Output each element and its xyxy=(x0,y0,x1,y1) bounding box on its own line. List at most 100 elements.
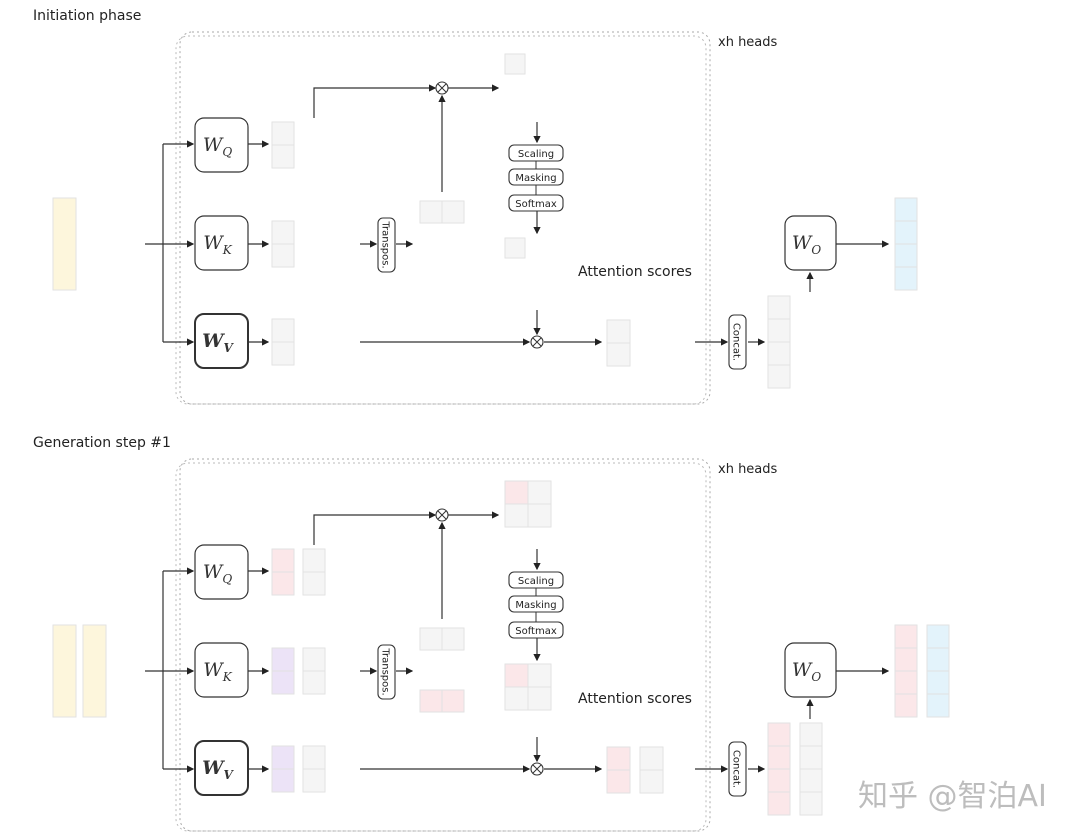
wk-box: WK xyxy=(194,642,249,698)
wv-box: WV xyxy=(194,313,249,369)
key-new xyxy=(271,647,295,695)
matrix-cell xyxy=(504,503,529,528)
concatenated-heads-cached xyxy=(799,722,823,816)
matrix-cell xyxy=(504,480,529,505)
matrix-cell xyxy=(767,295,791,320)
matrix-cell xyxy=(926,647,950,672)
matrix-cell xyxy=(639,746,664,771)
concat-box: Concat. xyxy=(728,741,747,797)
concat-box: Concat. xyxy=(728,314,747,370)
wk-box: WK xyxy=(194,215,249,271)
matrix-cell xyxy=(271,121,295,146)
weight-subscript: Q xyxy=(222,572,232,586)
matrix-cell xyxy=(271,745,295,770)
weight-box xyxy=(194,740,249,796)
masking-box: Masking xyxy=(508,595,564,613)
weight-subscript: Q xyxy=(222,145,232,159)
op-box xyxy=(508,621,564,639)
heads-box-back xyxy=(179,31,711,405)
input-token-column xyxy=(52,197,77,291)
weight-subscript: K xyxy=(222,670,233,684)
value-cached xyxy=(302,745,326,793)
matrix-cell xyxy=(271,220,295,245)
transpose-box: Transpos. xyxy=(377,644,396,700)
op-box xyxy=(377,644,396,700)
matrix-cell xyxy=(894,647,918,672)
matrix-cell xyxy=(767,364,791,389)
panel-generation: Generation step #1xh headsWQWKWVTranspos… xyxy=(33,435,950,832)
scaling-box: Scaling xyxy=(508,144,564,162)
matrix-cell xyxy=(271,341,295,366)
heads-box-front xyxy=(175,462,707,832)
attention-scores-label: Attention scores xyxy=(578,264,692,280)
matrix-cell xyxy=(894,693,918,718)
matrix-cell xyxy=(271,670,295,695)
softmax-box: Softmax xyxy=(508,621,564,639)
matrix-cell xyxy=(419,689,443,713)
matrix-cell xyxy=(441,627,465,651)
matrix-cell xyxy=(302,571,326,596)
multiply-icon xyxy=(435,81,449,95)
matrix-cell xyxy=(82,624,107,718)
value-matrix xyxy=(271,318,295,366)
query-cached xyxy=(302,548,326,596)
panel-title: Initiation phase xyxy=(33,8,141,24)
head-output xyxy=(606,319,631,367)
matrix-cell xyxy=(419,200,443,224)
matrix-cell xyxy=(894,670,918,695)
weight-box xyxy=(194,215,249,271)
matrix-cell xyxy=(926,624,950,649)
concatenated-heads xyxy=(767,722,791,816)
masking-box: Masking xyxy=(508,168,564,186)
wv-box: WV xyxy=(194,740,249,796)
attention-weights xyxy=(504,663,552,711)
heads-box-front xyxy=(175,35,707,405)
weight-subscript: O xyxy=(811,670,821,684)
op-label: Concat. xyxy=(731,750,742,788)
wo-box: WO xyxy=(784,215,837,271)
matrix-cell xyxy=(606,342,631,367)
weight-subscript: K xyxy=(222,243,233,257)
input-token-column xyxy=(52,624,77,718)
query-matrix xyxy=(271,121,295,169)
matrix-cell xyxy=(799,768,823,793)
op-label: Transpos. xyxy=(380,220,391,268)
query-new xyxy=(271,548,295,596)
matrix-cell xyxy=(441,200,465,224)
transpose-box: Transpos. xyxy=(377,217,396,273)
matrix-cell xyxy=(767,341,791,366)
matrix-cell xyxy=(606,319,631,344)
matrix-cell xyxy=(271,318,295,343)
weight-box xyxy=(784,642,837,698)
op-label: Masking xyxy=(515,173,556,184)
matrix-cell xyxy=(271,571,295,596)
multiply-cross xyxy=(532,764,542,774)
weight-box xyxy=(194,642,249,698)
weight-box xyxy=(194,117,249,173)
matrix-cell xyxy=(606,746,631,771)
multiply-icon xyxy=(530,762,544,776)
op-label: Concat. xyxy=(731,323,742,361)
matrix-cell xyxy=(441,689,465,713)
weight-subscript: O xyxy=(811,243,821,257)
weight-box xyxy=(194,544,249,600)
key-matrix xyxy=(271,220,295,268)
key-transposed xyxy=(419,200,465,224)
matrix-cell xyxy=(302,647,326,672)
matrix-cell xyxy=(639,769,664,794)
op-label: Softmax xyxy=(515,626,557,637)
input-token-column-new xyxy=(82,624,107,718)
heads-label: xh heads xyxy=(718,462,778,477)
matrix-cell xyxy=(504,663,529,688)
query-to-matmul-arrow xyxy=(313,84,437,118)
matrix-cell xyxy=(302,670,326,695)
head-output-cached xyxy=(639,746,664,794)
op-label: Masking xyxy=(515,600,556,611)
matrix-cell xyxy=(894,220,918,245)
multiply-cross xyxy=(532,337,542,347)
matrix-cell xyxy=(767,722,791,747)
matrix-cell xyxy=(799,745,823,770)
op-label: Softmax xyxy=(515,199,557,210)
op-box xyxy=(377,217,396,273)
